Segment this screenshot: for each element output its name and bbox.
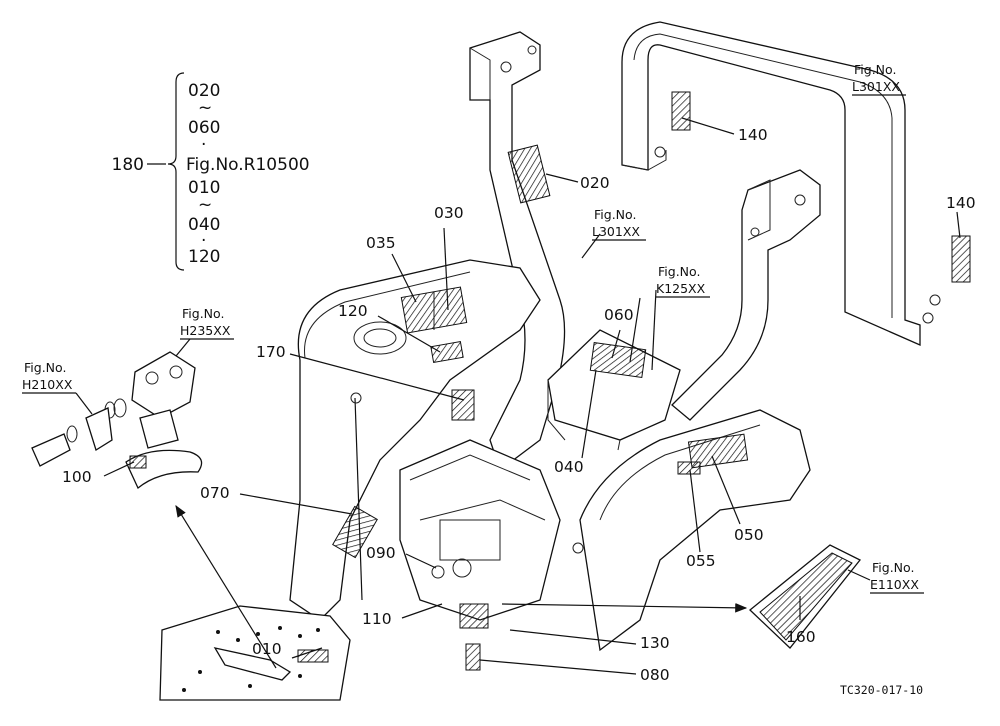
left-fender <box>289 259 541 621</box>
callout-140a: 140 <box>738 126 768 144</box>
figref-l301-mid-code: L301XX <box>592 224 640 239</box>
bracket-list: 180 020 ~ 060 · Fig.No.R10500 010 ~ 040 … <box>112 72 310 271</box>
decal-170 <box>451 389 475 421</box>
figref-h210-label: Fig.No. <box>24 360 66 375</box>
arrow-to-100 <box>175 504 277 669</box>
callout-090: 090 <box>366 544 396 562</box>
rops-left-post <box>469 31 566 472</box>
rops-lower-post <box>671 169 821 421</box>
bracket-item-4: · <box>201 135 206 155</box>
figure-references: Fig.No. L301XX Fig.No. L301XX Fig.No. K1… <box>22 62 924 594</box>
arrow-to-160 <box>501 603 748 613</box>
step-cover <box>547 329 681 451</box>
figref-e110-label: Fig.No. <box>872 560 914 575</box>
callout-035: 035 <box>366 234 396 252</box>
callout-050: 050 <box>734 526 764 544</box>
bracket-item-8: 040 <box>188 215 220 235</box>
callout-160: 160 <box>786 628 816 646</box>
callout-010: 010 <box>252 640 282 658</box>
figref-k125-code: K125XX <box>656 281 706 296</box>
figref-k125-label: Fig.No. <box>658 264 700 279</box>
callout-040: 040 <box>554 458 584 476</box>
figref-l301-mid-label: Fig.No. <box>594 207 636 222</box>
callout-100: 100 <box>62 468 92 486</box>
bracket-item-5: Fig.No.R10500 <box>186 155 310 175</box>
drawing-id: TC320-017-10 <box>840 683 923 697</box>
decal-140b <box>951 235 971 283</box>
decal-010 <box>297 649 329 663</box>
right-fender <box>572 409 811 652</box>
callout-labels: 140 140 020 030 035 120 170 060 040 050 … <box>62 126 976 684</box>
decal-080 <box>465 643 481 671</box>
floor-plate <box>159 605 351 701</box>
decal-110-130 <box>459 603 489 629</box>
callout-120: 120 <box>338 302 368 320</box>
bracket-item-6: 010 <box>188 178 220 198</box>
bracket-item-10: 120 <box>188 247 220 267</box>
callout-110: 110 <box>362 610 392 628</box>
figref-l301-top-code: L301XX <box>852 79 900 94</box>
bracket-item-9: · <box>201 231 206 251</box>
decal-140a <box>671 91 691 131</box>
decal-070 <box>332 505 378 559</box>
callout-180: 180 <box>112 155 144 175</box>
bracket-item-7: ~ <box>198 195 212 215</box>
figref-h235-code: H235XX <box>180 323 231 338</box>
figref-l301-top-label: Fig.No. <box>854 62 896 77</box>
hydraulic-fittings <box>31 351 203 490</box>
decal-020 <box>507 144 551 204</box>
rops-upper-frame <box>621 21 971 346</box>
bracket-item-3: 060 <box>188 118 220 138</box>
callout-060: 060 <box>604 306 634 324</box>
step-plate-160 <box>749 544 862 649</box>
callout-070: 070 <box>200 484 230 502</box>
bracket-item-1: 020 <box>188 81 220 101</box>
callout-020: 020 <box>580 174 610 192</box>
central-mechanism <box>332 389 561 671</box>
figref-h210-code: H210XX <box>22 377 73 392</box>
callout-140b: 140 <box>946 194 976 212</box>
callout-170: 170 <box>256 343 286 361</box>
bracket-item-2: ~ <box>198 98 212 118</box>
decal-055 <box>677 461 701 475</box>
figref-e110-code: E110XX <box>870 577 919 592</box>
callout-130: 130 <box>640 634 670 652</box>
decal-120 <box>430 340 464 364</box>
figref-h235-label: Fig.No. <box>182 306 224 321</box>
decal-100 <box>129 455 147 469</box>
decal-050 <box>687 433 749 469</box>
callout-080: 080 <box>640 666 670 684</box>
callout-055: 055 <box>686 552 716 570</box>
leader-lines <box>103 117 961 675</box>
callout-030: 030 <box>434 204 464 222</box>
